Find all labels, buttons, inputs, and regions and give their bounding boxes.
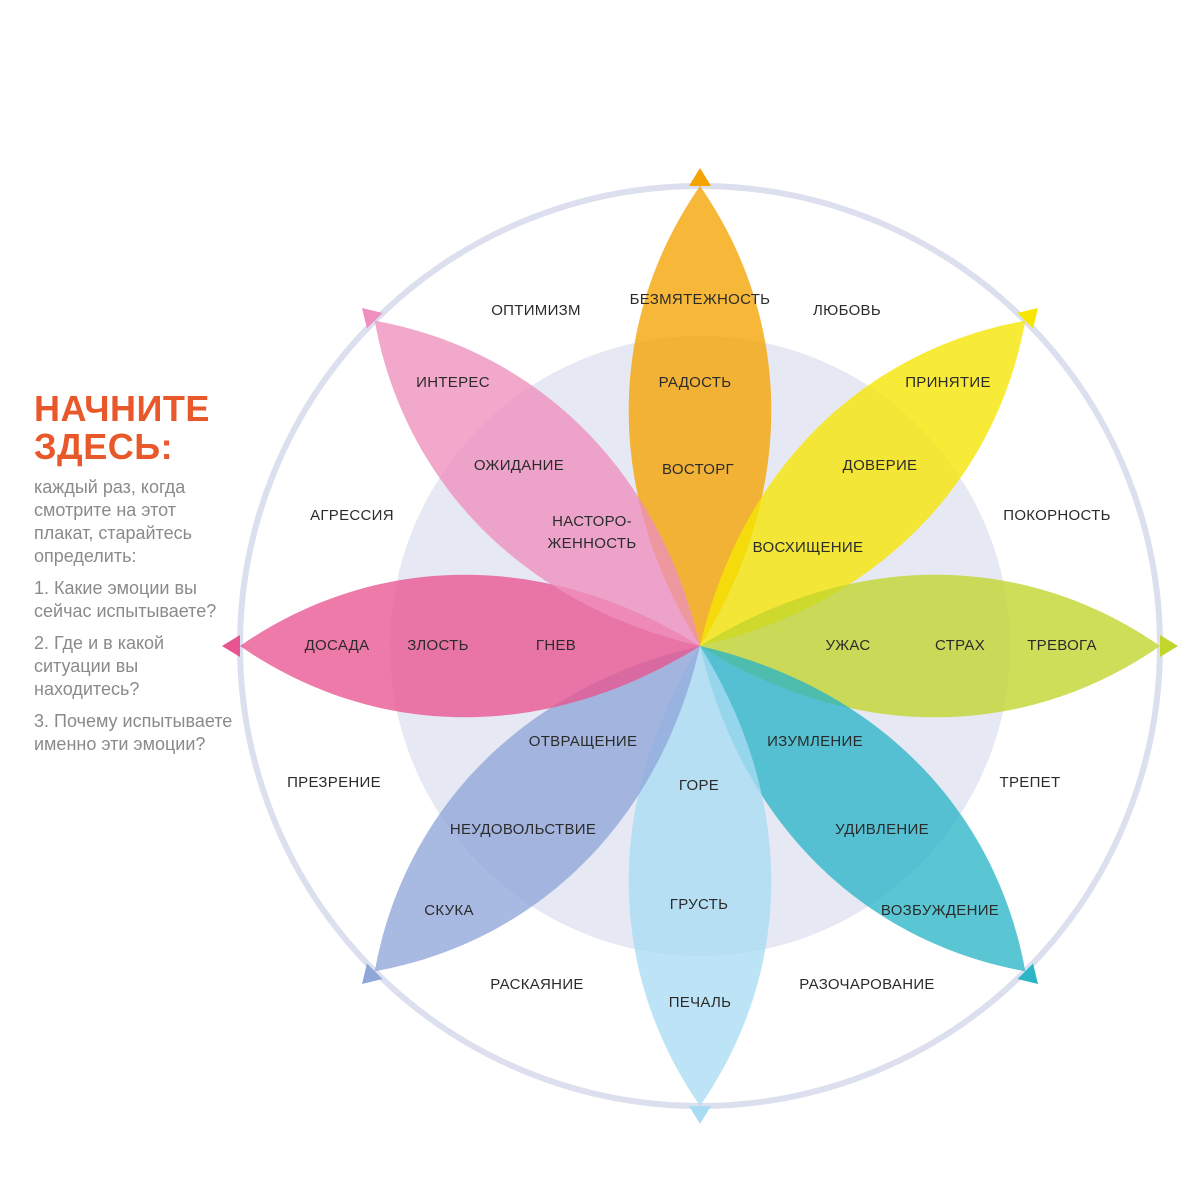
petal-trust (700, 320, 1026, 646)
dyad-awe: ТРЕПЕТ (1000, 774, 1061, 791)
label-anger-middle: ЗЛОСТЬ (407, 637, 469, 654)
dyad-submission: ПОКОРНОСТЬ (1003, 507, 1111, 524)
label-anticipation-inner: НАСТОРО- (552, 513, 632, 530)
dyad-aggressiveness: АГРЕССИЯ (310, 507, 394, 524)
petal-tip-marker (222, 635, 240, 657)
dyad-love: ЛЮБОВЬ (813, 302, 881, 319)
petal-tip-marker (362, 963, 383, 984)
label-fear-outer: ТРЕВОГА (1027, 637, 1097, 654)
label-joy-outer: БЕЗМЯТЕЖНОСТЬ (630, 291, 771, 308)
petal-tip-marker (689, 1106, 711, 1124)
petal-fear (700, 574, 1160, 718)
dyad-contempt: ПРЕЗРЕНИЕ (287, 774, 381, 791)
label-surprise-inner: ИЗУМЛЕНИЕ (767, 733, 863, 750)
label-trust-inner: ВОСХИЩЕНИЕ (753, 539, 864, 556)
question-2: 2. Где и в какой ситуации вы находитесь? (34, 633, 165, 699)
petal-tip-marker (1160, 635, 1178, 657)
label-disgust-inner: ОТВРАЩЕНИЕ (529, 733, 638, 750)
label-sadness-inner: ГОРЕ (679, 777, 719, 794)
petal-anticipation (374, 320, 700, 646)
label-fear-inner: УЖАС (825, 637, 870, 654)
label-anticipation-inner-2: ЖЕННОСТЬ (548, 535, 637, 552)
petal-tip-marker (689, 168, 711, 186)
petal-surprise (700, 646, 1026, 972)
petal-tip-marker (1017, 963, 1038, 984)
label-anticipation-middle: ОЖИДАНИЕ (474, 457, 564, 474)
title-line-2: ЗДЕСЬ: (34, 426, 174, 467)
label-sadness-middle: ГРУСТЬ (670, 896, 728, 913)
instructions-intro: каждый раз, когда смотрите на этот плака… (34, 477, 192, 566)
label-trust-middle: ДОВЕРИЕ (843, 457, 918, 474)
petal-tip-marker (1017, 308, 1038, 329)
label-surprise-outer: ВОЗБУЖДЕНИЕ (881, 902, 999, 919)
petal-tip-marker (362, 308, 383, 329)
petal-joy (628, 186, 772, 646)
label-anger-outer: ДОСАДА (305, 637, 370, 654)
label-surprise-middle: УДИВЛЕНИЕ (835, 821, 929, 838)
instructions-title: НАЧНИТЕ ЗДЕСЬ: (34, 390, 234, 466)
instructions-panel: НАЧНИТЕ ЗДЕСЬ: каждый раз, когда смотрит… (34, 390, 234, 765)
emotion-labels: БЕЗМЯТЕЖНОСТЬ РАДОСТЬ ВОСТОРГ ПРИНЯТИЕ ДОВЕР… (287, 291, 1111, 1011)
dyad-optimism: ОПТИМИЗМ (491, 302, 581, 319)
petal-disgust (374, 646, 700, 972)
label-anger-inner: ГНЕВ (536, 637, 576, 654)
title-line-1: НАЧНИТЕ (34, 388, 210, 429)
question-3: 3. Почему испытываете именно эти эмоции? (34, 711, 233, 754)
dyad-disapproval: РАЗОЧАРОВАНИЕ (799, 976, 934, 993)
question-1: 1. Какие эмоции вы сейчас испытываете? (34, 578, 217, 621)
label-trust-outer: ПРИНЯТИЕ (905, 374, 991, 391)
petal-anger (240, 574, 700, 718)
label-joy-middle: РАДОСТЬ (659, 374, 732, 391)
label-sadness-outer: ПЕЧАЛЬ (669, 994, 732, 1011)
label-disgust-outer: СКУКА (424, 902, 474, 919)
label-disgust-middle: НЕУДОВОЛЬСТВИЕ (450, 821, 596, 838)
label-joy-inner: ВОСТОРГ (662, 461, 734, 478)
label-fear-middle: СТРАХ (935, 637, 985, 654)
petals (222, 168, 1178, 1124)
label-anticipation-outer: ИНТЕРЕС (416, 374, 490, 391)
dyad-remorse: РАСКАЯНИЕ (490, 976, 583, 993)
petal-sadness (628, 646, 772, 1106)
